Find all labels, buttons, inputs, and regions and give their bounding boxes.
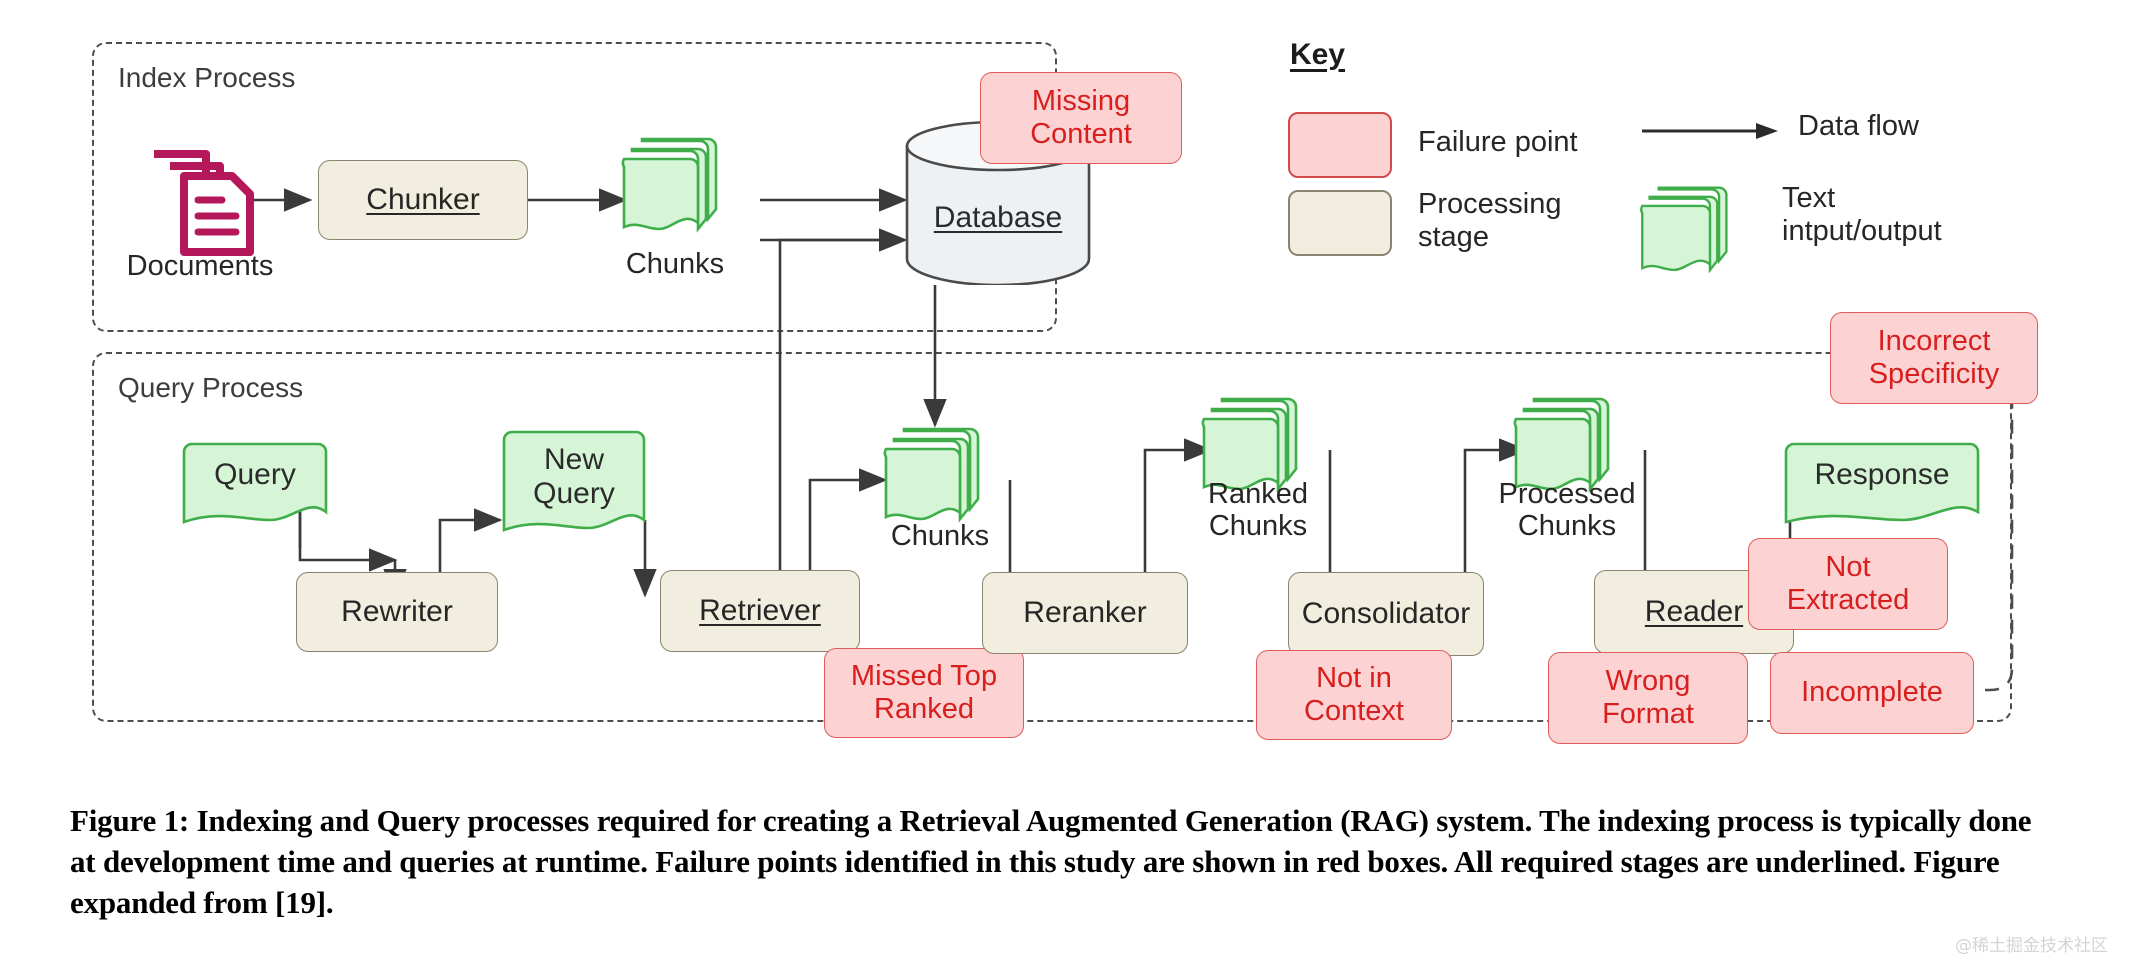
query-label-node: Query	[214, 457, 296, 491]
chunks-query-label: Chunks	[890, 520, 990, 552]
retriever-node[interactable]: Retriever	[660, 570, 860, 652]
ranked-chunks-icon	[1201, 397, 1298, 493]
response-text-shape	[1784, 442, 1980, 524]
figure-caption: Figure 1: Indexing and Query processes r…	[70, 803, 2032, 921]
key-failure-swatch	[1288, 112, 1392, 178]
chunks-index-label: Chunks	[625, 248, 725, 280]
chunker-label: Chunker	[366, 182, 480, 216]
watermark: @稀土掘金技术社区	[1955, 936, 2108, 956]
key-data-flow-label: Data flow	[1798, 110, 1919, 142]
key-failure-label: Failure point	[1418, 126, 1578, 158]
new-query-label-node: New Query	[533, 442, 615, 511]
incorrect-specificity-failure[interactable]: Incorrect Specificity	[1830, 312, 2038, 404]
missed-top-ranked-failure[interactable]: Missed Top Ranked	[824, 648, 1024, 738]
response-label-node: Response	[1814, 457, 1950, 491]
documents-stack-icon	[154, 150, 254, 256]
key-text-stack-icon	[1640, 186, 1728, 274]
key-title: Key	[1290, 38, 1346, 71]
processed-chunks-icon	[1513, 397, 1610, 493]
documents-label: Documents	[126, 250, 274, 282]
chunks-query-icon	[883, 427, 980, 523]
reader-label: Reader	[1644, 594, 1744, 628]
key-text-io-label: Text intput/output	[1782, 182, 1942, 248]
key-arrow-right-icon	[1642, 123, 1778, 139]
figure-canvas: Index Process Query Process	[92, 38, 2038, 744]
query-process-title: Query Process	[118, 372, 304, 403]
consolidator-node[interactable]: Consolidator	[1288, 572, 1484, 656]
reranker-node[interactable]: Reranker	[982, 572, 1188, 654]
key-stage-label: Processing stage	[1418, 188, 1562, 254]
database-node[interactable]: Database	[903, 195, 1093, 241]
processed-chunks-label: Processed Chunks	[1498, 478, 1636, 543]
incomplete-failure[interactable]: Incomplete	[1770, 652, 1974, 734]
chunker-node[interactable]: Chunker	[318, 160, 528, 240]
new-query-text-shape	[502, 430, 646, 532]
key-stage-swatch	[1288, 190, 1392, 256]
query-text-shape	[182, 442, 328, 524]
not-extracted-failure[interactable]: Not Extracted	[1748, 538, 1948, 630]
index-process-title: Index Process	[118, 62, 296, 93]
rewriter-node[interactable]: Rewriter	[296, 572, 498, 652]
ranked-chunks-label: Ranked Chunks	[1208, 478, 1308, 543]
database-label: Database	[933, 200, 1063, 234]
missing-content-failure[interactable]: Missing Content	[980, 72, 1182, 164]
not-in-context-failure[interactable]: Not in Context	[1256, 650, 1452, 740]
wrong-format-failure[interactable]: Wrong Format	[1548, 652, 1748, 744]
retriever-label: Retriever	[699, 593, 821, 627]
text-stack-icon	[621, 137, 718, 233]
